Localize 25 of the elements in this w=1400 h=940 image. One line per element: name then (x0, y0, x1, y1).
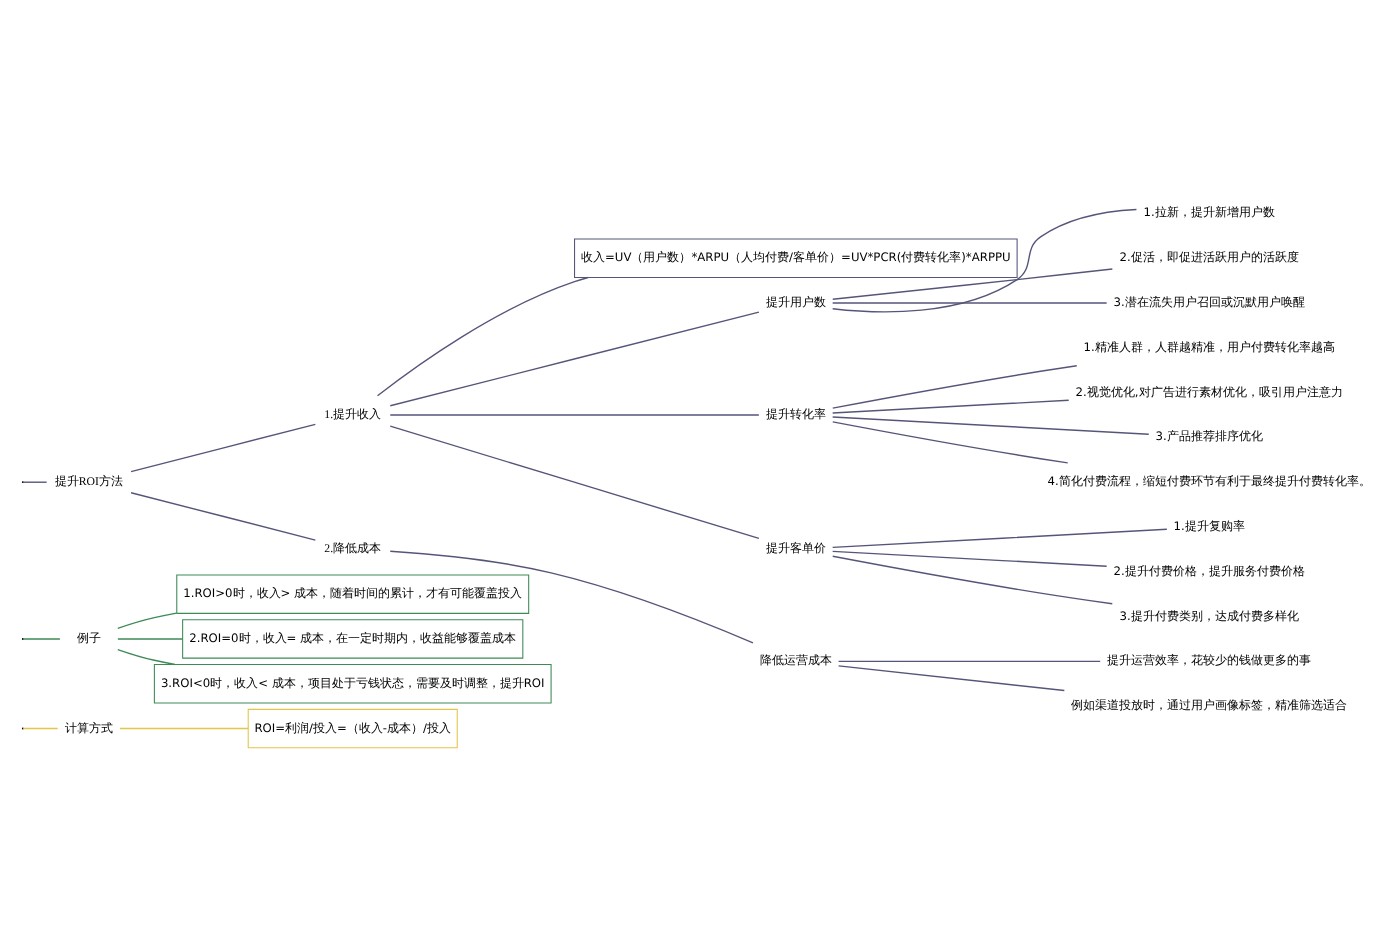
connector (117, 637, 184, 639)
connector (837, 664, 1066, 691)
connector (832, 420, 1069, 463)
connector (389, 424, 760, 539)
connector (22, 637, 61, 639)
connector (832, 267, 1114, 299)
connector (389, 549, 754, 643)
connector (837, 659, 1101, 662)
connector (389, 310, 760, 406)
connector (117, 611, 178, 629)
connector (22, 480, 48, 482)
connector (117, 647, 176, 665)
connector (831, 549, 1108, 566)
connector (119, 726, 249, 729)
connector (831, 527, 1168, 548)
connector (832, 554, 1113, 604)
connector (130, 422, 317, 472)
connector (832, 364, 1078, 408)
connector (831, 301, 1108, 303)
connector (831, 398, 1070, 413)
connector (831, 415, 1150, 434)
connector (376, 275, 589, 396)
connector (389, 413, 760, 415)
connector (130, 491, 317, 540)
connector (831, 207, 1138, 312)
